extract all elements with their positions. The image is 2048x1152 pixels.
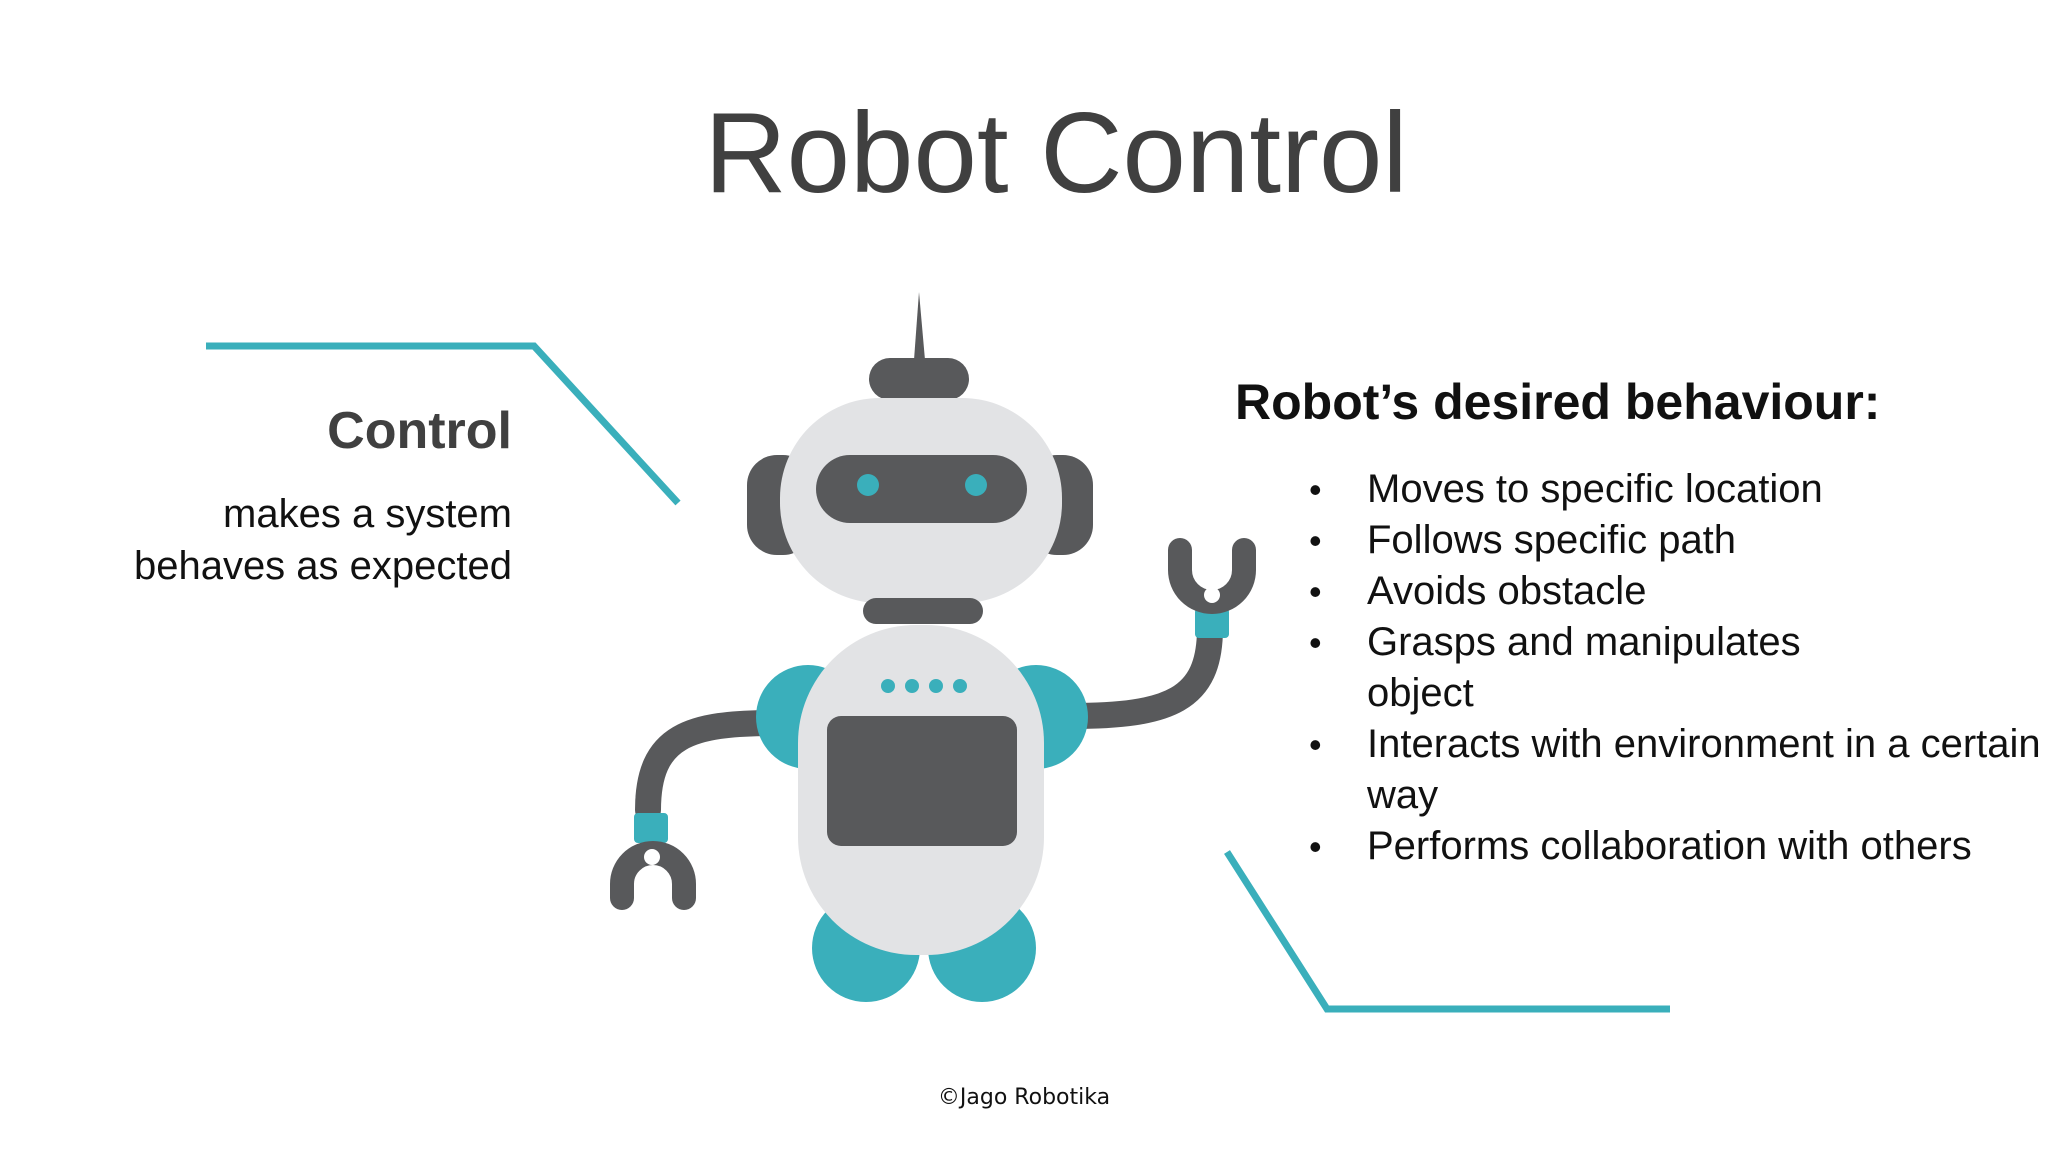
- robot-left-arm: [635, 710, 788, 823]
- desired-behaviour-heading: Robot’s desired behaviour:: [1235, 374, 1881, 430]
- slide-title: Robot Control: [704, 90, 1408, 217]
- robot-chest-screen: [827, 716, 1017, 846]
- desired-behaviour-section: Robot’s desired behaviour: • Moves to spe…: [1235, 372, 2041, 872]
- robot-antenna: [914, 292, 925, 360]
- right-accent-line: [1224, 850, 1670, 1013]
- behaviour-text: Follows specific path: [1367, 518, 1737, 562]
- robot-neck: [863, 598, 983, 624]
- robot-right-wrist: [1195, 608, 1229, 638]
- robot-left-wrist: [634, 813, 668, 843]
- robot-right-eye: [965, 474, 987, 496]
- bullet-icon: •: [1309, 826, 1322, 867]
- robot-right-arm: [1057, 615, 1223, 729]
- bullet-icon: •: [1309, 724, 1322, 765]
- behaviour-text: Interacts with environment in a certain …: [1367, 722, 2041, 817]
- robot-left-claw-joint: [644, 849, 660, 865]
- behaviour-item: • Grasps and manipulates object: [1235, 617, 1907, 719]
- robot-visor: [816, 455, 1027, 523]
- robot-antenna-base: [869, 358, 969, 400]
- behaviour-item: • Avoids obstacle: [1235, 566, 2015, 617]
- control-heading: Control: [327, 402, 512, 460]
- robot-body-light: [953, 679, 967, 693]
- behaviour-item: • Performs collaboration with others: [1235, 821, 2037, 872]
- bullet-icon: •: [1309, 520, 1322, 561]
- bullet-icon: •: [1309, 622, 1322, 663]
- bullet-icon: •: [1309, 469, 1322, 510]
- control-description-line-2: behaves as expected: [133, 544, 512, 589]
- copyright-footer: ©Jago Robotika: [937, 1085, 1111, 1110]
- left-accent-line: [206, 342, 681, 506]
- behaviour-item: • Moves to specific location: [1235, 464, 2015, 515]
- control-description-line-1: makes a system: [223, 492, 512, 537]
- behaviour-text: Moves to specific location: [1367, 467, 1823, 511]
- behaviour-list: • Moves to specific location • Follows spe…: [1235, 464, 2041, 872]
- behaviour-text: Avoids obstacle: [1367, 569, 1647, 613]
- robot-body-light: [905, 679, 919, 693]
- robot-left-eye: [857, 474, 879, 496]
- robot-illustration: [610, 292, 1256, 1002]
- behaviour-item: • Follows specific path: [1235, 515, 2015, 566]
- control-definition: Control makes a system behaves as expect…: [0, 400, 512, 592]
- behaviour-text: Performs collaboration with others: [1367, 824, 1972, 868]
- behaviour-item: • Interacts with environment in a certain…: [1235, 719, 2048, 821]
- behaviour-text: Grasps and manipulates object: [1367, 620, 1801, 715]
- robot-body-light: [881, 679, 895, 693]
- robot-right-claw-joint: [1204, 587, 1220, 603]
- bullet-icon: •: [1309, 571, 1322, 612]
- control-description: makes a system behaves as expected: [0, 488, 512, 592]
- robot-body-light: [929, 679, 943, 693]
